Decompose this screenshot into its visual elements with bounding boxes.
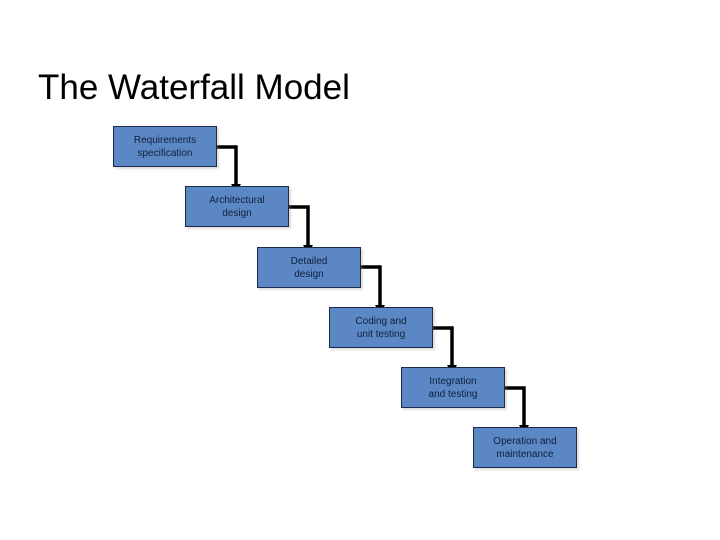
stage-box-operation-and-maintenance[interactable]: Operation and maintenance [473,427,577,468]
stage-label: Operation and maintenance [493,435,557,460]
connector-line [289,205,310,245]
page-title: The Waterfall Model [38,68,350,108]
stage-label: Architectural design [209,194,265,219]
stage-box-integration-and-testing[interactable]: Integration and testing [401,367,505,408]
stage-box-architectural-design[interactable]: Architectural design [185,186,289,227]
stage-label: Coding and unit testing [355,315,407,340]
connector-line [505,386,526,425]
stage-box-requirements-specification[interactable]: Requirements specification [113,126,217,167]
stage-label: Detailed design [290,255,328,280]
stage-box-coding-and-unit-testing[interactable]: Coding and unit testing [329,307,433,348]
stage-box-detailed-design[interactable]: Detailed design [257,247,361,288]
connector-line [217,145,238,184]
stage-label: Integration and testing [428,375,478,400]
stage-label: Requirements specification [133,134,197,159]
connector-line [361,265,382,305]
connector-line [433,326,454,365]
